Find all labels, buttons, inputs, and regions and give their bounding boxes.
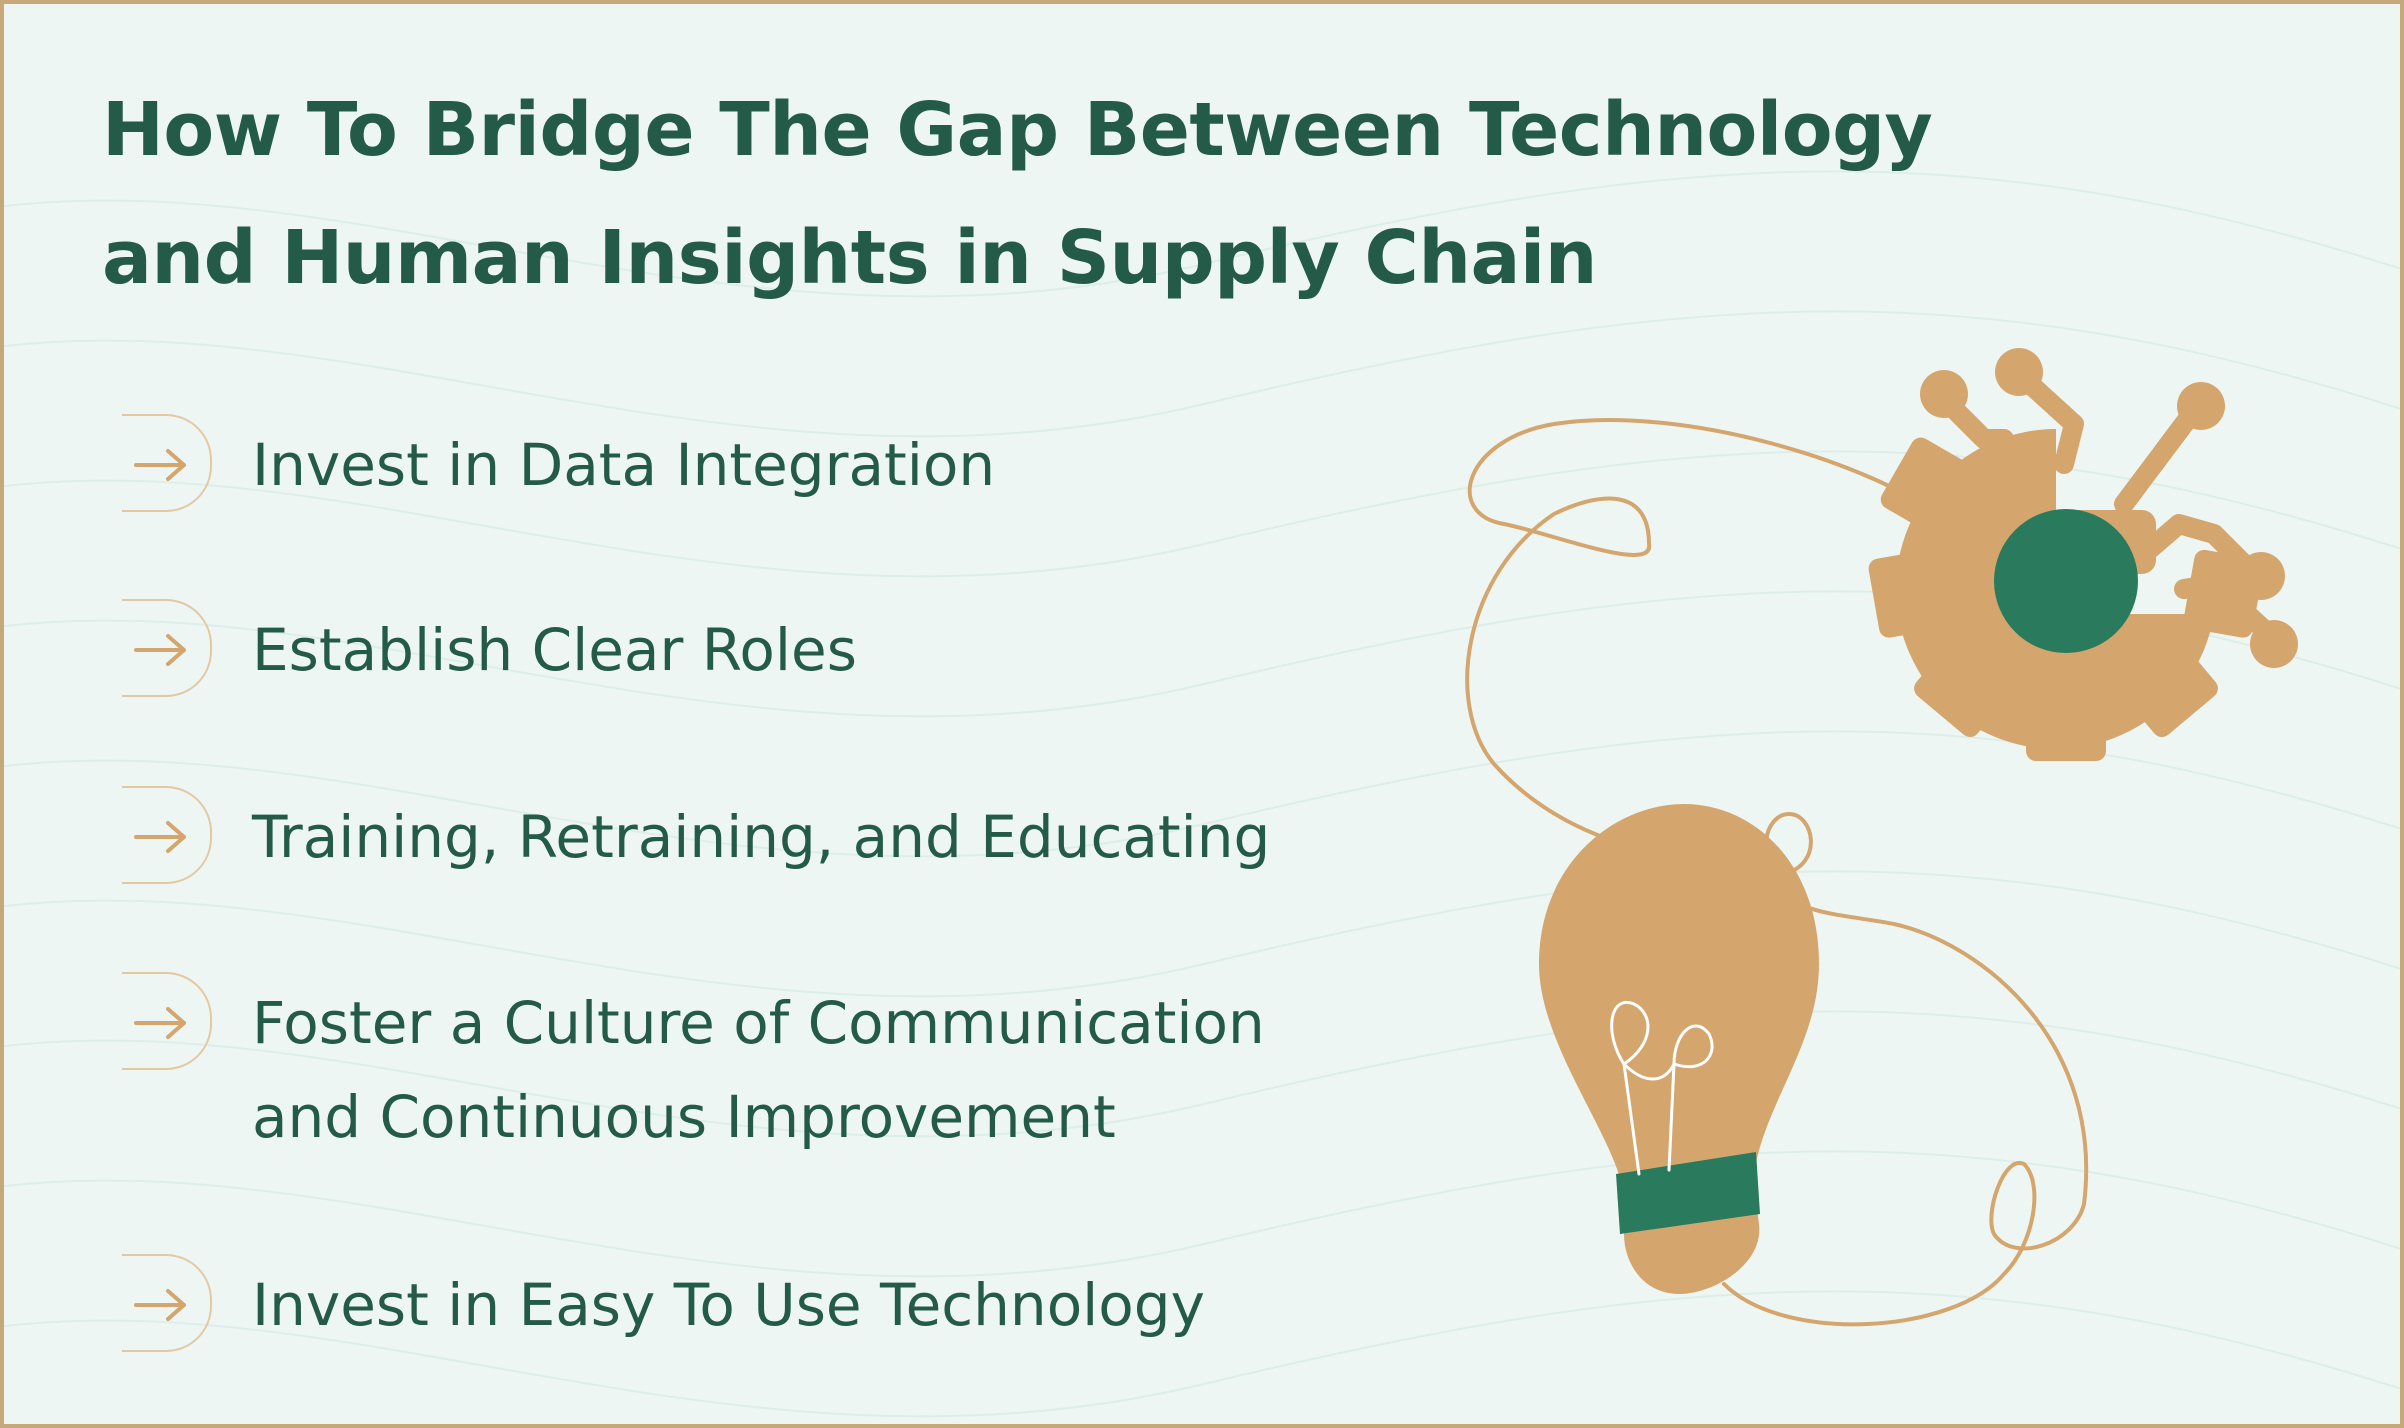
lightbulb-icon (1539, 804, 1819, 1294)
title-line-1: How To Bridge The Gap Between Technology (102, 87, 1933, 173)
arrow-right-icon (122, 414, 212, 512)
arrow-right-icon (122, 599, 212, 697)
bridge-steps-list: Invest in Data Integration Establish Cle… (4, 4, 1454, 1424)
gear-circuit-icon (1868, 348, 2298, 761)
list-item-label-continued: and Continuous Improvement (252, 1083, 1116, 1151)
background-wave-pattern (4, 170, 2400, 1418)
arrow-right-icon (122, 972, 212, 1070)
list-item-label: Invest in Easy To Use Technology (252, 1271, 1205, 1339)
arrow-right-icon (122, 1254, 212, 1352)
list-item-label: Foster a Culture of Communication (252, 989, 1265, 1057)
title-line-2: and Human Insights in Supply Chain (102, 215, 1597, 301)
list-item-label: Establish Clear Roles (252, 616, 857, 684)
list-item-label: Invest in Data Integration (252, 431, 996, 499)
arrow-right-icon (122, 786, 212, 884)
list-item-label: Training, Retraining, and Educating (252, 803, 1271, 871)
gear-and-lightbulb-illustration (1465, 348, 2298, 1327)
page-title: How To Bridge The Gap Between Technology… (102, 66, 2362, 322)
